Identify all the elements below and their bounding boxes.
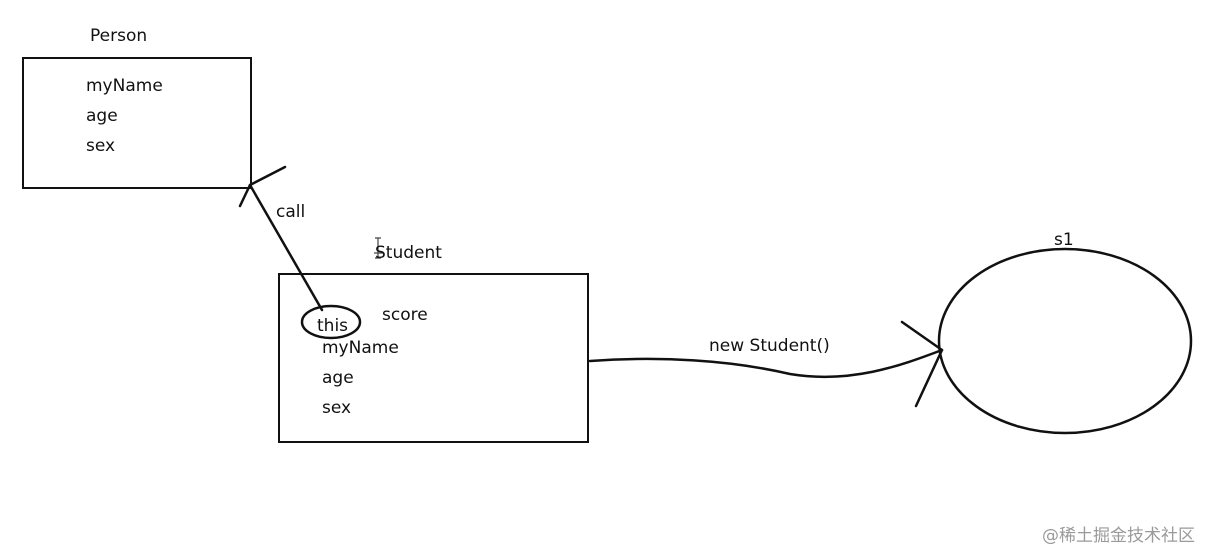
student-title: Student bbox=[375, 243, 442, 263]
student-field-score: score bbox=[382, 305, 428, 325]
student-field-age: age bbox=[322, 368, 354, 388]
call-arrow-line bbox=[248, 183, 324, 312]
student-field-sex: sex bbox=[322, 398, 352, 418]
person-box bbox=[22, 57, 252, 189]
person-field-sex: sex bbox=[86, 136, 116, 156]
new-arrow-head bbox=[900, 320, 944, 408]
watermark-text: @稀土掘金技术社区 bbox=[1042, 526, 1195, 546]
new-arrow-line bbox=[588, 348, 944, 379]
person-field-age: age bbox=[86, 106, 118, 126]
student-box bbox=[278, 273, 589, 443]
this-highlight-ellipse bbox=[300, 304, 362, 340]
text-cursor-icon bbox=[374, 237, 383, 259]
person-title: Person bbox=[90, 26, 148, 46]
person-field-myname: myName bbox=[86, 76, 163, 96]
student-field-this: this bbox=[317, 316, 349, 336]
new-student-label: new Student() bbox=[709, 336, 830, 356]
student-field-myname: myName bbox=[322, 338, 399, 358]
s1-title: s1 bbox=[1054, 230, 1074, 250]
s1-object-ellipse bbox=[937, 247, 1193, 435]
call-label: call bbox=[276, 202, 306, 222]
